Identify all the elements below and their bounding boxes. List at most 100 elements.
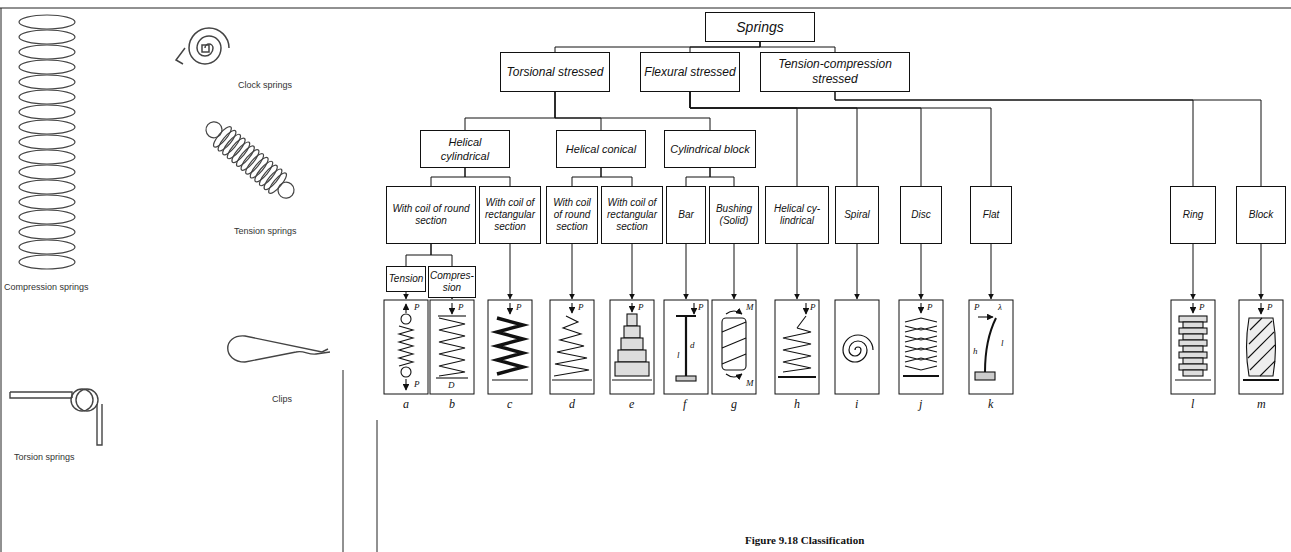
class-box: Cylindrical block — [664, 130, 756, 168]
tree-connector — [431, 244, 452, 266]
picture-frames-part — [664, 300, 708, 394]
spring-k-part — [985, 318, 996, 372]
box-text: Torsional stressed — [507, 65, 604, 80]
tension-spring-picture-part — [216, 128, 239, 153]
compression-spring-picture-part — [19, 150, 75, 164]
spring-h-part — [783, 328, 811, 372]
page-border-part — [1, 8, 2, 552]
box-text: With coil of round section — [390, 203, 472, 227]
load-symbol: P — [578, 302, 584, 312]
load-symbol: P — [1199, 302, 1205, 312]
tension-spring-picture-part — [211, 124, 234, 149]
tree-connector — [406, 244, 431, 266]
tree-connector — [835, 92, 1193, 186]
tree-connector — [465, 168, 510, 186]
moment-symbol: M — [746, 302, 754, 312]
compression-spring-picture-part — [19, 60, 75, 74]
tree-connector — [835, 92, 1261, 186]
spring-d-part — [554, 316, 589, 376]
spring-a-part — [399, 326, 413, 366]
figure-letter: b — [449, 398, 455, 412]
leaf-arrows-part — [406, 292, 407, 299]
spring-h-part — [797, 316, 806, 328]
class-box: Disc — [900, 186, 942, 244]
spring-l-part — [1192, 303, 1193, 313]
box-text: Compres- sion — [430, 270, 474, 294]
class-box: Helical cy- lindrical — [765, 186, 829, 244]
picture-frames-part — [384, 300, 428, 394]
box-text: Springs — [736, 19, 783, 35]
spring-a-part — [405, 304, 406, 313]
load-symbol: P — [927, 302, 933, 312]
tension-spring-picture-part — [220, 132, 243, 157]
leaf-arrows-part — [921, 244, 922, 299]
figure-letter: f — [683, 398, 686, 412]
clip-picture-part — [245, 352, 330, 362]
spring-a-part — [401, 314, 411, 324]
spring-m-part — [1260, 303, 1261, 314]
spring-b-part — [436, 377, 468, 378]
tree-connector — [601, 168, 632, 186]
load-symbol: P — [638, 302, 644, 312]
spring-i-part — [843, 335, 873, 362]
spring-a-part — [405, 379, 406, 390]
spring-m-part — [1247, 318, 1276, 376]
spring-e-part — [624, 326, 640, 338]
box-text: With coil of rectangular section — [605, 197, 659, 233]
spring-i — [843, 335, 873, 362]
compression-spring-picture-part — [19, 120, 75, 134]
compression-spring-picture-part — [19, 15, 75, 29]
dimension-symbol: l — [1001, 338, 1004, 348]
tension-spring-picture-part — [257, 163, 280, 188]
box-text: Bar — [678, 209, 694, 221]
load-symbol: P — [974, 302, 980, 312]
spring-e-part — [612, 379, 652, 380]
spring-g-part — [726, 374, 742, 377]
box-text: Bushing (Solid) — [713, 203, 755, 227]
spring-e-part — [621, 338, 643, 350]
load-symbol: P — [516, 302, 522, 312]
page-border-part — [377, 420, 378, 552]
compression-spring-picture-part — [19, 195, 75, 209]
compression-spring-picture-part — [19, 255, 75, 269]
spring-l-part — [1179, 352, 1207, 358]
compression-spring-picture-part — [19, 240, 75, 254]
compression-spring-picture-part — [19, 210, 75, 224]
root-box: Springs — [705, 12, 815, 42]
load-symbol: P — [458, 302, 464, 312]
box-text: Helical cylindrical — [424, 135, 506, 163]
load-symbol: P — [414, 379, 420, 389]
picture-caption: Clock springs — [238, 80, 292, 90]
class-box: Spiral — [835, 186, 879, 244]
spring-f — [676, 303, 696, 381]
box-text: Flexural stressed — [644, 65, 735, 80]
picture-frames-part — [712, 300, 756, 394]
spring-b-part — [439, 318, 465, 376]
spring-l-part — [1175, 379, 1211, 380]
spring-l-part — [1179, 340, 1207, 346]
spring-c — [492, 303, 528, 380]
spring-j — [903, 303, 939, 376]
class-box: Helical conical — [556, 130, 646, 168]
spring-b — [436, 303, 468, 378]
dimension-symbol: D — [448, 380, 455, 390]
picture-frames-part — [610, 300, 654, 394]
spring-k — [975, 317, 996, 380]
box-text: Tension-compression stressed — [764, 57, 906, 87]
spring-d — [552, 303, 592, 380]
compression-spring-picture-part — [19, 30, 75, 44]
tension-spring-picture — [200, 115, 301, 206]
torsion-spring-picture-part — [97, 404, 102, 445]
dimension-symbol: d — [690, 340, 695, 350]
clip-picture — [228, 336, 330, 362]
box-text: Disc — [911, 209, 930, 221]
class-box: Compres- sion — [428, 266, 476, 298]
picture-caption: Clips — [272, 394, 292, 404]
class-box: Bar — [666, 186, 706, 244]
tree-connector — [572, 168, 601, 186]
spring-c-part — [509, 303, 510, 314]
spring-e-part — [618, 350, 646, 362]
picture-frames-part — [1171, 300, 1215, 394]
tree-connector — [760, 42, 835, 52]
picture-caption: Torsion springs — [14, 452, 75, 462]
